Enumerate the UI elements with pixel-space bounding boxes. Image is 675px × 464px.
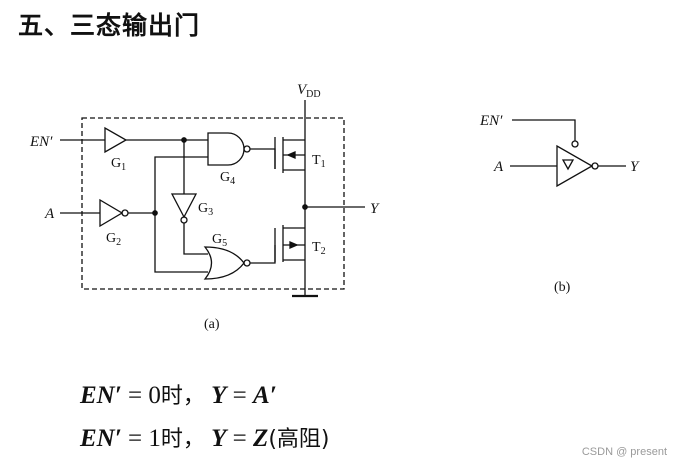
tristate-gate-diagram: EN′ A VDD Y G1 G2 G3 G4 G5 T1 T2 (a) EN′… [29,82,640,332]
bubble-g4 [243,145,251,153]
label-g3: G3 [198,201,213,218]
buffer-b [556,144,594,188]
label-a-input: A [44,206,55,222]
label-g5: G5 [212,232,227,249]
wire-en-b [512,119,576,141]
label-g1: G1 [111,156,126,173]
nand-gate-g4 [207,132,245,166]
label-g2: G2 [106,231,121,248]
formula-enable: EN′ = 0时， Y = A′ [80,378,277,410]
bubble-g5 [243,259,251,267]
wire-g5-to-t2 [250,245,276,264]
label-en-b: EN′ [479,113,503,129]
formula-enable-result: A′ [253,382,277,409]
wire-g4-to-t1 [250,148,276,169]
caption-a: (a) [204,317,220,332]
watermark: CSDN @ present [581,446,667,458]
chip-boundary [81,117,345,290]
inverter-g2 [99,198,124,228]
formula-disable-tail: (高阻) [268,427,330,452]
label-y-b: Y [630,159,640,175]
wire-g3-out [183,223,208,255]
t1-arrow [286,151,296,159]
formula-disable-eq2: = [226,425,254,452]
formula-disable-when: 时， [160,427,205,452]
inverter-g3 [170,193,198,219]
t2-arrow [289,241,299,249]
heading: 五、三态输出门 [18,11,201,40]
formula-enable-var: EN′ [80,382,122,409]
formula-enable-eq2: = [226,382,254,409]
wire-a-to-g4 [154,156,208,213]
formula-enable-eq: = 0 [121,382,161,409]
label-output-y: Y [370,201,380,217]
bubble-en-b [571,140,579,148]
wire-a-to-g5 [154,213,208,273]
label-t1: T1 [312,153,326,170]
formula-disable: EN′ = 1时， Y = Z(高阻) [80,421,329,453]
formula-enable-when: 时， [160,384,205,409]
formula-disable-var: EN′ [80,425,122,452]
formula-disable-out: Y [211,425,227,452]
formula-disable-result: Z [253,425,269,452]
buffer-g1 [104,126,128,154]
nor-gate-g5 [203,246,245,280]
caption-b: (b) [554,280,571,295]
formula-enable-out: Y [211,382,227,409]
label-vdd: VDD [297,82,321,100]
label-a-b: A [493,159,504,175]
label-t2: T2 [312,240,326,257]
label-g4: G4 [220,170,235,187]
label-en-input: EN′ [29,134,53,150]
tristate-mark-b [561,159,575,171]
formula-disable-eq: = 1 [121,425,161,452]
